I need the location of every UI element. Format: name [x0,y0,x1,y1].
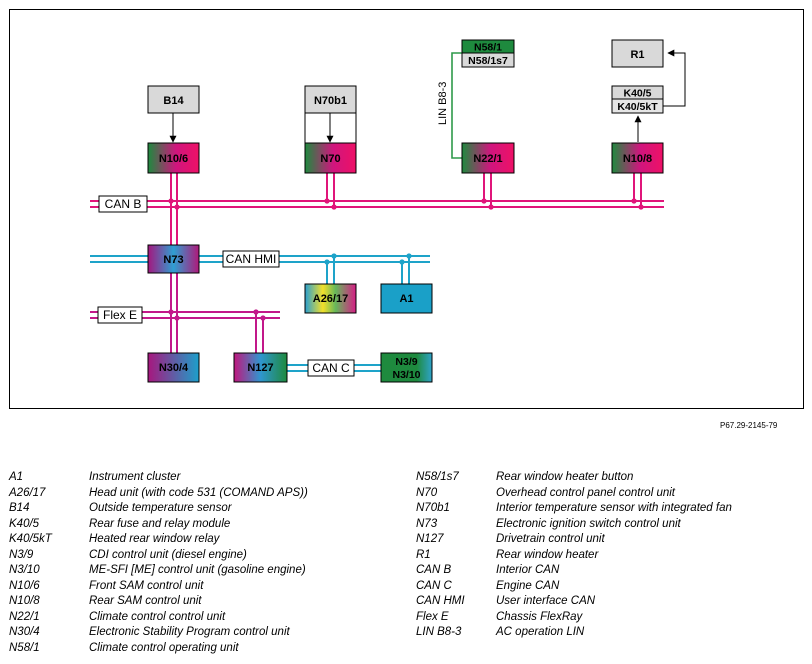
diagram-frame [9,9,804,409]
legend-code: N3/9 [9,548,34,561]
node-n30-4-label: N30/4 [159,362,189,374]
legend-description: Engine CAN [496,579,560,592]
flex-e-junctions [168,309,266,321]
legend-code: N3/10 [9,564,40,576]
legend-description: Electronic Stability Program control uni… [89,626,290,638]
flex-e-label-box [97,306,143,324]
legend-description: Outside temperature sensor [89,502,232,514]
legend-code: K40/5 [9,517,40,530]
node-k40-5kt-label: K40/5kT [617,101,658,113]
node-n58-1s7-label: N58/1s7 [468,55,508,67]
legend-description: Drivetrain control unit [496,533,605,545]
node-n73-label: N73 [163,254,183,266]
legend-description: Heated rear window relay [89,533,220,545]
legend-code: N10/8 [9,595,40,607]
legend-code: N73 [416,517,438,530]
node-n3-9[interactable] [380,352,433,383]
legend-code: N10/6 [9,579,40,592]
legend-code: N22/1 [9,610,40,623]
node-n22-1-label: N22/1 [473,153,502,165]
node-b14[interactable] [147,85,200,114]
node-n70[interactable] [304,142,357,174]
node-k40-5kt[interactable] [611,98,664,114]
can-b-label: CAN B [105,197,142,211]
legend-description: Front SAM control unit [89,579,204,592]
legend-code: CAN C [416,579,452,592]
lin-bus [451,52,462,159]
node-n73[interactable] [147,244,200,274]
legend-description: Overhead control panel control unit [496,486,675,499]
can-b-junctions [168,198,644,210]
legend-description: ME-SFI [ME] control unit (gasoline engin… [89,564,306,576]
legend-description: CDI control unit (diesel engine) [89,548,247,561]
node-n3-10-label: N3/10 [392,369,420,381]
network-topology-diagram: CAN B CAN HMI Flex E CAN C LIN B8-3 [9,9,804,409]
node-n70-label: N70 [320,153,340,165]
node-n10-6[interactable] [147,142,200,174]
can-hmi-junctions [324,253,412,265]
node-a1[interactable] [380,283,433,314]
legend-code: A26/17 [9,486,46,499]
legend-code: N70b1 [416,502,450,514]
can-hmi-label: CAN HMI [226,252,277,266]
node-n58-1-label: N58/1 [474,42,502,54]
legend-description: User interface CAN [496,595,596,607]
node-n70b1-label: N70b1 [314,95,347,107]
flex-e-label: Flex E [103,308,137,322]
node-n58-1s7[interactable] [461,52,515,68]
legend-code: K40/5kT [9,533,52,545]
node-a1-label: A1 [399,293,413,305]
legend-description: Instrument cluster [89,471,181,483]
legend-description: AC operation LIN [496,626,585,638]
node-n3-9-label: N3/9 [395,356,417,368]
legend-description: Head unit (with code 531 (COMAND APS)) [89,486,308,499]
legend-description: Electronic ignition switch control unit [496,517,681,530]
node-r1-label: R1 [630,49,644,61]
node-b14-label: B14 [163,95,184,107]
legend-code: CAN HMI [416,595,465,607]
lin-label: LIN B8-3 [437,82,449,125]
node-n127-label: N127 [247,362,273,374]
can-b-bus [90,173,664,245]
legend-description: Rear SAM control unit [89,595,202,607]
node-a26-17-label: A26/17 [313,293,348,305]
legend-code: R1 [416,548,431,561]
legend-code: B14 [9,502,30,514]
legend-description: Chassis FlexRay [496,610,583,623]
legend-code: Flex E [416,610,449,623]
node-r1[interactable] [611,39,664,68]
legend-description: Climate control operating unit [89,641,239,654]
node-n127[interactable] [233,352,288,383]
node-n30-4[interactable] [147,352,200,383]
legend-description: Rear fuse and relay module [89,517,231,530]
node-n10-6-label: N10/6 [159,153,188,165]
can-b-label-box [98,195,148,213]
legend-code: N58/1 [9,641,40,654]
legend-code: CAN B [416,564,452,576]
node-a26-17[interactable] [304,283,357,314]
legend-description: Interior temperature sensor with integra… [496,502,732,514]
node-n22-1[interactable] [461,142,515,174]
node-n10-8[interactable] [611,142,664,174]
k40-r1-arrow [663,49,686,107]
legend-description: Climate control control unit [89,610,226,623]
legend-code: N70 [416,486,438,499]
legend-description: Rear window heater button [496,471,634,483]
legend-description: Interior CAN [496,564,560,576]
figure-reference: P67.29-2145-79 [720,421,778,430]
can-c-label: CAN C [312,361,350,375]
node-n10-8-label: N10/8 [623,153,652,165]
legend-code: N30/4 [9,626,40,638]
legend-code: A1 [9,471,24,483]
legend-code: N58/1s7 [416,471,459,483]
can-c-label-box [307,359,355,377]
legend-code: N127 [416,533,444,545]
legend-code: LIN B8-3 [416,626,462,638]
can-hmi-label-box [222,250,280,268]
node-k40-5-label: K40/5 [623,88,651,100]
legend-description: Rear window heater [496,548,599,561]
